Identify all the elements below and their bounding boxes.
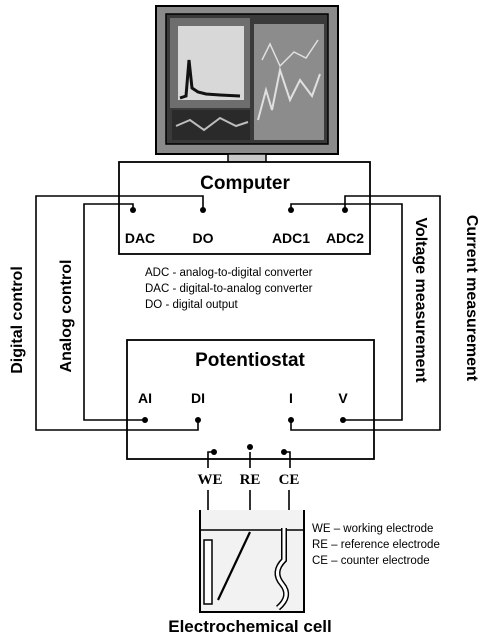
potentiostat-port-v: V — [338, 390, 348, 406]
current-measurement-label: Current measurement — [463, 215, 480, 382]
electrode-legend-re: RE – reference electrode — [312, 539, 440, 551]
computer-port-dac: DAC — [125, 230, 155, 246]
computer-port-adc2: ADC2 — [326, 230, 364, 246]
voltage-measurement-wire — [290, 203, 403, 421]
computer-port-adc1: ADC1 — [272, 230, 310, 246]
computer-title: Computer — [200, 173, 290, 194]
electrode-legend-ce: CE – counter electrode — [312, 555, 430, 567]
abbreviation-legend: ADC - analog-to-digital converter DAC - … — [145, 267, 313, 311]
voltage-measurement-label: Voltage measurement — [412, 217, 429, 383]
potentiostat-port-di: DI — [191, 390, 205, 406]
signal-wires — [35, 195, 441, 431]
terminal-ce-label: CE — [279, 472, 300, 488]
potentiostat-title: Potentiostat — [195, 350, 305, 371]
legend-line-do: DO - digital output — [145, 299, 238, 311]
analog-control-label: Analog control — [58, 260, 75, 373]
digital-control-label: Digital control — [9, 266, 26, 374]
electrochemical-cell-icon — [199, 510, 305, 613]
legend-line-adc: ADC - analog-to-digital converter — [145, 267, 313, 279]
screen-plot-icon — [170, 18, 324, 140]
computer-port-do: DO — [193, 230, 214, 246]
digital-control-wire — [35, 195, 204, 431]
potentiostat-port-i: I — [289, 390, 293, 406]
cell-caption: Electrochemical cell — [168, 617, 331, 636]
potentiostat-port-ai: AI — [138, 390, 152, 406]
computer-box — [118, 161, 371, 255]
legend-line-dac: DAC - digital-to-analog converter — [145, 283, 313, 295]
electrode-legend: WE – working electrode RE – reference el… — [312, 523, 440, 567]
monitor-icon — [155, 5, 339, 163]
electrode-terminals — [207, 444, 291, 468]
electrode-legend-we: WE – working electrode — [312, 523, 433, 535]
terminal-we-label: WE — [197, 472, 222, 488]
current-measurement-wire — [290, 195, 441, 431]
terminal-re-label: RE — [240, 472, 261, 488]
analog-control-wire — [83, 203, 145, 421]
